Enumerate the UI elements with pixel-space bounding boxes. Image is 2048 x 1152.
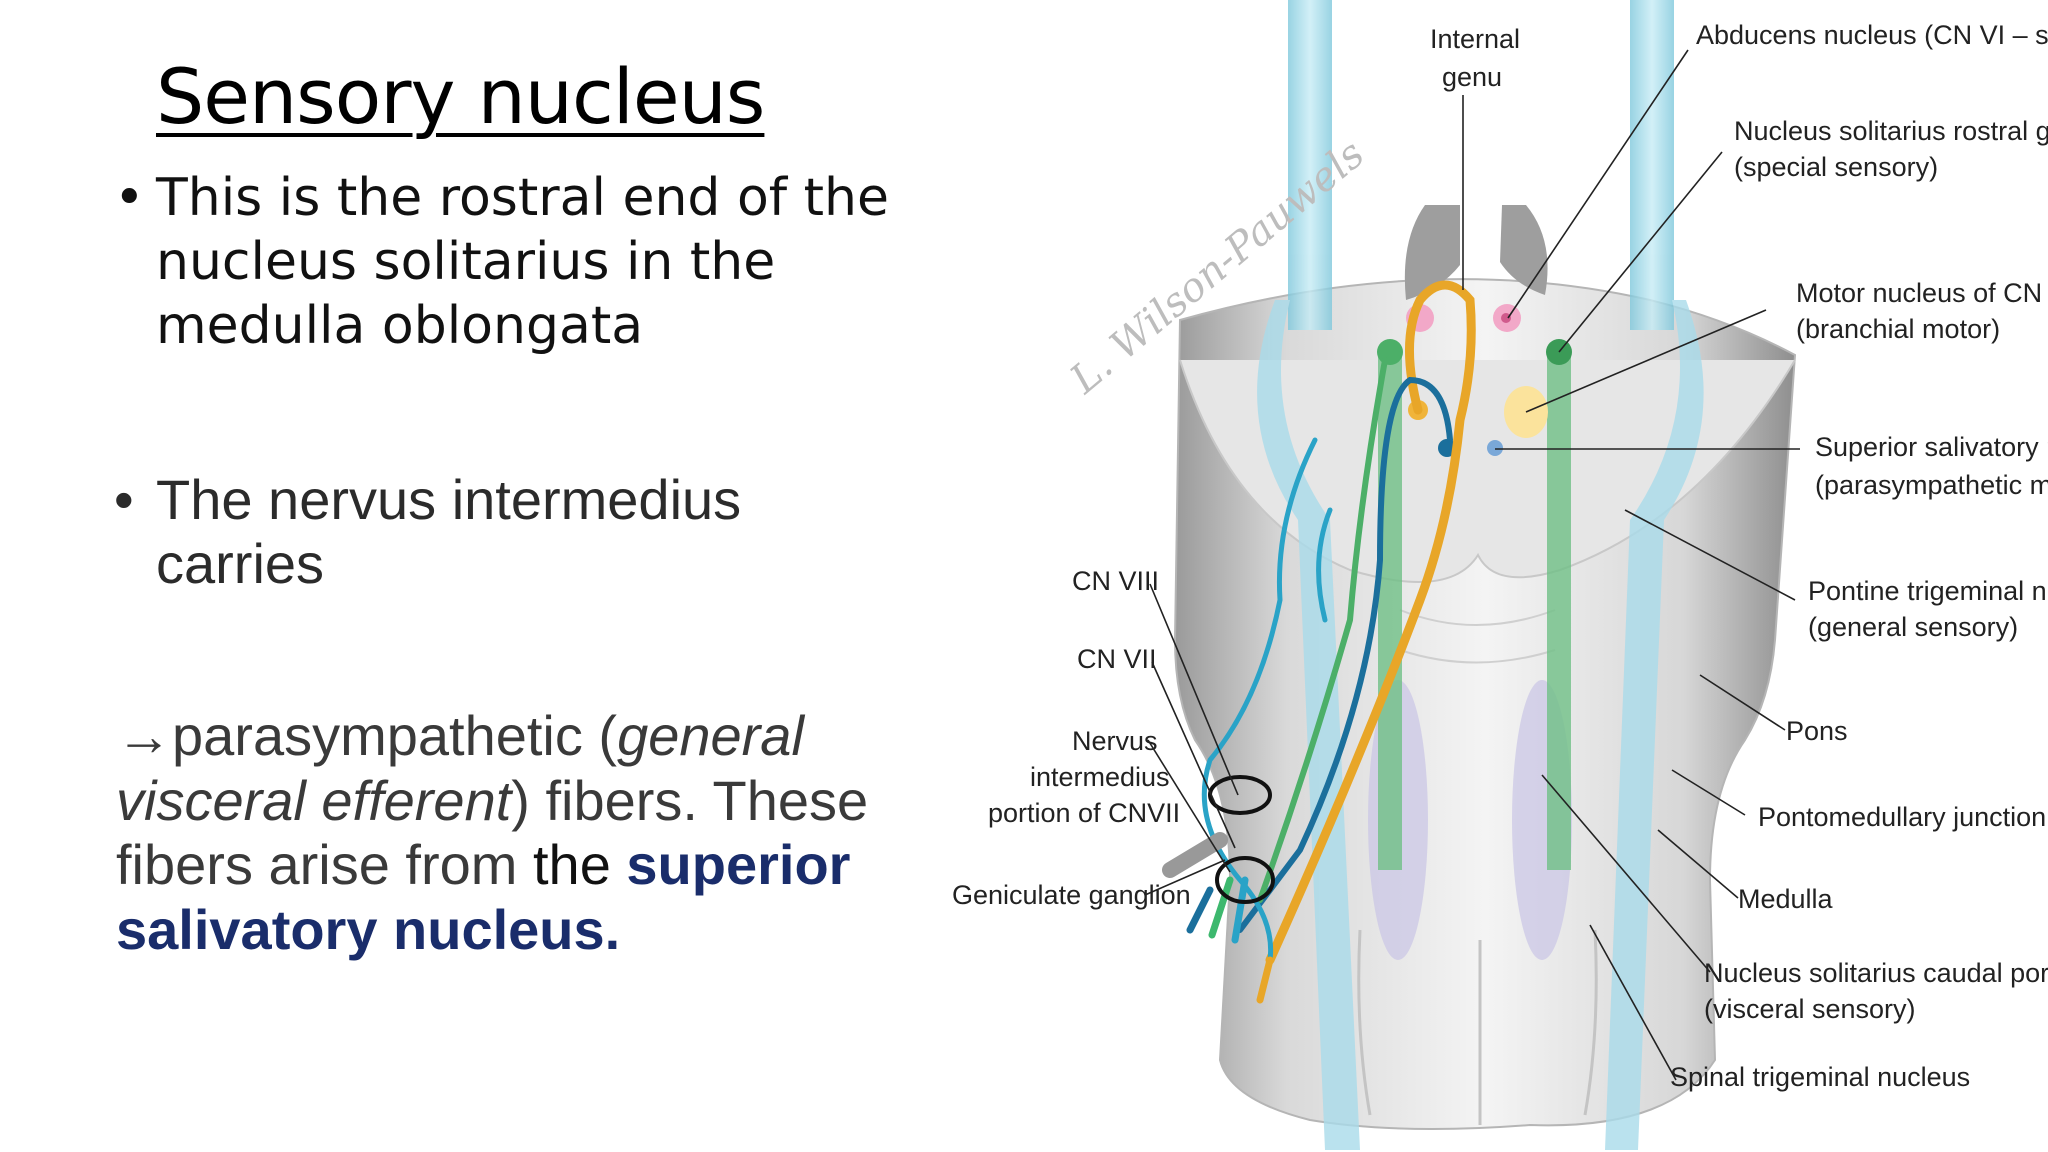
- label-geniculate-ganglion: Geniculate ganglion: [952, 880, 1191, 910]
- label-pons: Pons: [1786, 716, 1848, 746]
- bullet-marker: •: [114, 468, 134, 531]
- facial-nerve-fibers: [1162, 280, 1476, 1004]
- label-nervus-2: intermedius: [1030, 762, 1170, 792]
- label-abducens: Abducens nucleus (CN VI – somatic: [1696, 20, 2048, 50]
- label-ns-caudal-1: Nucleus solitarius caudal portion: [1704, 958, 2048, 988]
- label-nervus-3: portion of CNVII: [988, 798, 1180, 828]
- label-motor-nucleus-1: Motor nucleus of CN VII: [1796, 278, 2048, 308]
- bullet-text: The nervus intermedius carries: [156, 468, 742, 595]
- label-cn7: CN VII: [1077, 644, 1157, 674]
- label-ns-rostral-1: Nucleus solitarius rostral gustatory: [1734, 116, 2048, 146]
- label-pontine-trigeminal-1: Pontine trigeminal nucleus: [1808, 576, 2048, 606]
- label-sup-salivatory-2: (parasympathetic motor): [1815, 470, 2048, 500]
- para-text-italic: general visceral efferent: [116, 704, 804, 832]
- label-ns-rostral-2: (special sensory): [1734, 152, 1938, 182]
- label-pontomedullary-junction: Pontomedullary junction: [1758, 802, 2046, 832]
- label-spinal-trigeminal: Spinal trigeminal nucleus: [1670, 1062, 1970, 1092]
- label-internal-genu-1: Internal: [1430, 24, 1520, 54]
- brainstem-illustration: L. Wilson-Pauwels Internal: [952, 0, 2048, 1150]
- para-text-1: parasympathetic (: [172, 704, 618, 767]
- label-pontine-trigeminal-2: (general sensory): [1808, 612, 2018, 642]
- parasympathetic-paragraph: →parasympathetic (general visceral effer…: [116, 704, 946, 962]
- label-sup-salivatory-1: Superior salivatory nucleus: [1815, 432, 2048, 462]
- label-motor-nucleus-2: (branchial motor): [1796, 314, 2000, 344]
- para-text-2: ) fibers. These fibers arise from: [116, 768, 869, 897]
- arrow-glyph: →: [116, 704, 172, 767]
- leader-lines: [1144, 49, 1800, 1081]
- label-cn8: CN VIII: [1072, 566, 1159, 596]
- bullet-text: This is the rostral end of the nucleus s…: [156, 168, 889, 356]
- label-medulla: Medulla: [1738, 884, 1834, 914]
- label-ns-caudal-2: (visceral sensory): [1704, 994, 1916, 1024]
- bullet-marker: •: [114, 168, 145, 228]
- label-internal-genu-2: genu: [1442, 62, 1502, 92]
- para-text-emphasis: superior salivatory nucleus.: [116, 833, 851, 961]
- spinal-trigeminal-tracts: [1257, 0, 1704, 1150]
- para-text-3: the: [533, 833, 627, 896]
- slide-title: Sensory nucleus: [156, 52, 765, 141]
- brainstem-figure: L. Wilson-Pauwels Internal: [930, 0, 2048, 1152]
- label-nervus-1: Nervus: [1072, 726, 1158, 756]
